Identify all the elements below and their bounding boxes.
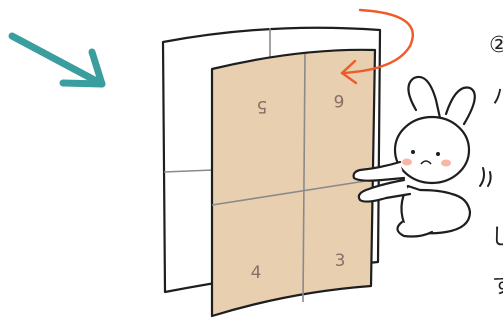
edge-text-line-1: ハ: [492, 85, 503, 110]
teal-arrow-icon: [8, 32, 106, 88]
edge-text-line-3: す: [492, 274, 503, 299]
motion-lines-icon: [479, 167, 492, 187]
bunny-ear-left: [407, 75, 442, 120]
step-marker: ②: [489, 33, 503, 58]
bunny-character: [352, 75, 476, 238]
front-paper-sheet: [210, 48, 377, 318]
bunny-arm-upper: [352, 160, 406, 182]
panel-number-bottom-right: 3: [335, 251, 346, 271]
bunny-face: [402, 150, 451, 167]
bunny-foot: [396, 220, 434, 238]
panel-number-bottom-left: 4: [251, 263, 262, 283]
bunny-arm-lower: [357, 178, 412, 203]
panel-number-top-left: 5: [257, 96, 268, 116]
bunny-head: [393, 115, 471, 185]
orange-arrow-icon: [340, 8, 414, 85]
panel-number-top-right: 6: [334, 90, 345, 110]
bunny-ear-right: [444, 86, 476, 126]
edge-text-line-2: じ: [491, 225, 503, 250]
